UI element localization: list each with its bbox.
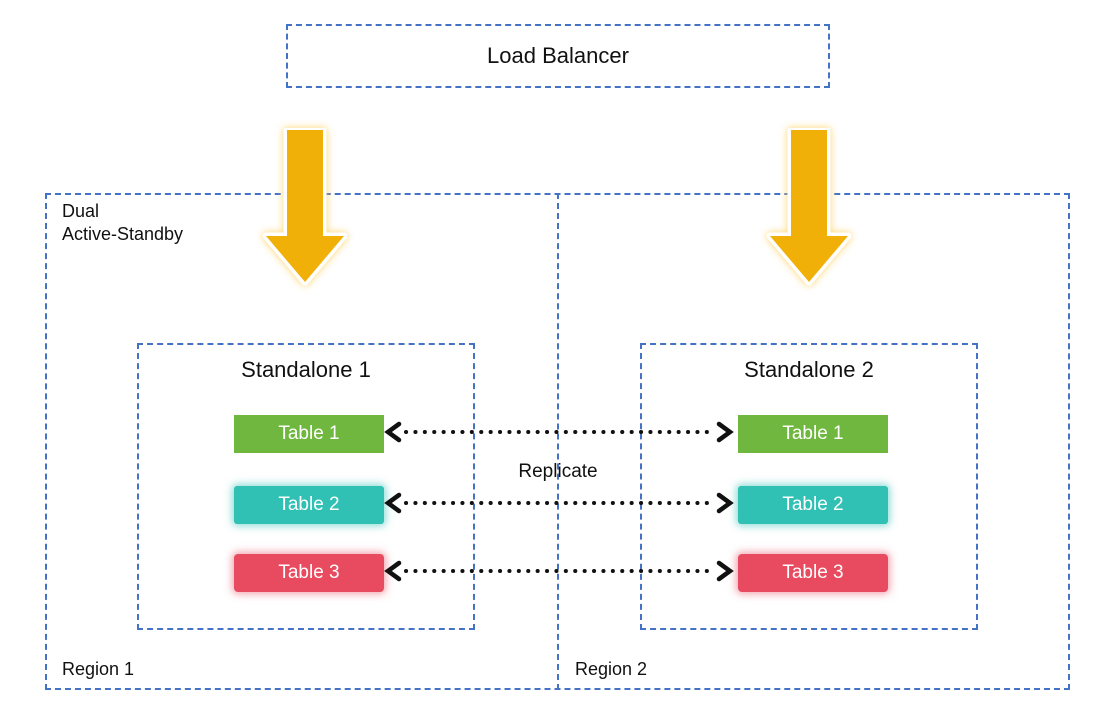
down-arrow-right-icon	[767, 128, 851, 286]
down-arrow-shape	[770, 130, 848, 282]
cluster-label-line2: Active-Standby	[62, 224, 184, 244]
cluster-label: Dual Active-Standby	[62, 200, 183, 246]
load-balancer-box: Load Balancer	[286, 24, 830, 88]
region-divider	[557, 193, 559, 690]
standalone2-table1-chip: Table 1	[738, 415, 888, 453]
region1-label: Region 1	[62, 659, 135, 679]
arrowhead-right-icon	[716, 492, 734, 514]
standalone2-table3-chip: Table 3	[738, 554, 888, 592]
standalone1-table1-chip: Table 1	[234, 415, 384, 453]
standalone1-table2-chip: Table 2	[234, 486, 384, 524]
region2-label: Region 2	[575, 659, 648, 679]
standalone1-title: Standalone 1	[241, 357, 371, 382]
down-arrow-shape	[266, 130, 344, 282]
arrowhead-left-icon	[384, 421, 402, 443]
standalone2-box: Standalone 2 Table 1 Table 2 Table 3	[640, 343, 978, 630]
arrowhead-right-icon	[716, 560, 734, 582]
arrowhead-left-icon	[384, 492, 402, 514]
standalone1-box: Standalone 1 Table 1 Table 2 Table 3	[137, 343, 475, 630]
standalone1-table3-chip: Table 3	[234, 554, 384, 592]
replicate-label: Replicate	[518, 461, 598, 482]
dual-active-standby-container: Dual Active-Standby Region 1 Region 2	[45, 193, 1070, 690]
standalone2-table2-chip: Table 2	[738, 486, 888, 524]
replicate-arrow-table1	[384, 421, 734, 443]
down-arrow-left-icon	[263, 128, 347, 286]
standalone2-title: Standalone 2	[744, 357, 874, 382]
replicate-arrow-table2	[384, 492, 734, 514]
arrowhead-right-icon	[716, 421, 734, 443]
arrowhead-left-icon	[384, 560, 402, 582]
cluster-label-line1: Dual	[62, 201, 100, 221]
load-balancer-label: Load Balancer	[487, 43, 629, 68]
replicate-arrow-table3	[384, 560, 734, 582]
